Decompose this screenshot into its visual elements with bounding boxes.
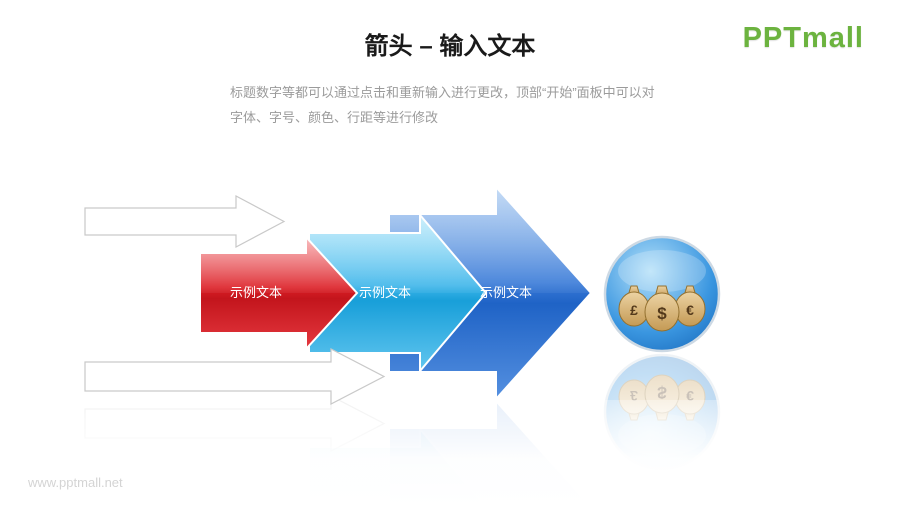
red-arrow-gloss <box>200 237 357 293</box>
slide-description: 标题数字等都可以通过点击和重新输入进行更改，顶部“开始”面板中可以对 字体、字号… <box>230 80 680 130</box>
white-outline-arrow-bottom <box>84 348 385 405</box>
watermark: www.pptmall.net <box>28 475 123 490</box>
reflection-fade-overlay <box>0 400 900 506</box>
blue-arrow-label: 示例文本 <box>480 285 532 300</box>
cyan-arrow-gloss <box>309 215 486 293</box>
pptmall-logo: PPTmall <box>742 22 864 54</box>
money-bags-icon <box>603 235 721 353</box>
white-outline-arrow-top <box>84 195 285 248</box>
page-title: 箭头 – 输入文本 <box>364 33 536 60</box>
description-line-1: 标题数字等都可以通过点击和重新输入进行更改，顶部“开始”面板中可以对 <box>230 85 655 100</box>
description-line-2: 字体、字号、颜色、行距等进行修改 <box>230 110 439 125</box>
red-arrow-label: 示例文本 <box>230 285 282 300</box>
cyan-arrow-label: 示例文本 <box>359 285 411 300</box>
